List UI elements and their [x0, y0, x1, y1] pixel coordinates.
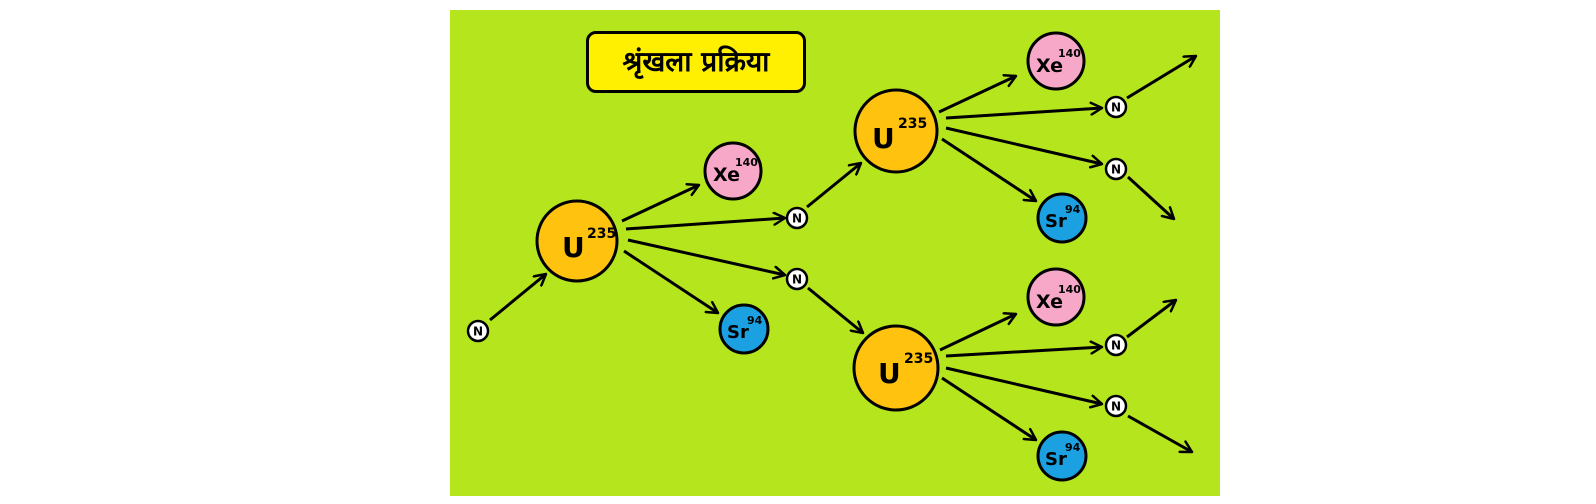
- strontium-mass-number: 94: [1065, 203, 1081, 216]
- strontium-mass-number: 94: [747, 314, 763, 327]
- strontium-nucleus-shape: [1036, 192, 1088, 244]
- strontium-symbol: Sr: [727, 322, 749, 343]
- arrow-u3-to-sr: [941, 376, 1036, 442]
- title-box: श्रृंखला प्रक्रिया: [586, 31, 806, 93]
- neutron-symbol: N: [1111, 339, 1121, 353]
- arrow-u2-to-neutron-c: [945, 108, 1102, 120]
- strontium-nucleus-3: Sr 94: [1036, 430, 1088, 482]
- strontium-nucleus-1: Sr 94: [718, 303, 770, 355]
- uranium-mass-number: 235: [904, 351, 933, 367]
- arrow-u3-to-neutron-e: [945, 347, 1102, 358]
- uranium-nucleus-shape: [852, 324, 940, 412]
- arrow-neutron-f-out: [1127, 414, 1192, 454]
- arrow-u1-to-neutron-a: [625, 218, 785, 231]
- arrow-u1-to-sr: [623, 249, 718, 315]
- neutron-c: N: [1104, 95, 1128, 119]
- uranium-nucleus-3: U 235: [852, 324, 940, 412]
- neutron-b: N: [785, 267, 809, 291]
- arrow-neutron-a-to-u2: [806, 163, 861, 209]
- uranium-nucleus-2: U 235: [853, 88, 939, 174]
- uranium-label: U: [878, 357, 901, 390]
- neutron-d: N: [1104, 157, 1128, 181]
- arrow-u1-to-xe: [621, 185, 699, 223]
- uranium-symbol: U: [562, 231, 585, 264]
- neutron-symbol: N: [1111, 163, 1121, 177]
- arrow-u2-to-neutron-d: [945, 126, 1102, 164]
- uranium-nucleus-shape: [535, 199, 619, 283]
- xenon-mass-number: 140: [1058, 47, 1081, 60]
- arrow-neutron-d-out: [1126, 175, 1174, 219]
- xenon-nucleus-shape: [1026, 267, 1086, 327]
- xenon-mass-number: 140: [735, 156, 758, 169]
- neutron-shape: [1104, 333, 1128, 357]
- arrow-start-neutron-to-u1: [489, 274, 546, 322]
- arrows: [489, 54, 1196, 454]
- neutron-symbol: N: [473, 325, 483, 339]
- neutron-shape: [1104, 394, 1128, 418]
- xenon-mass-number: 140: [1058, 283, 1081, 296]
- xenon-nucleus-shape: [703, 141, 763, 201]
- uranium-mass-number: 235: [898, 116, 927, 132]
- arrow-u3-to-neutron-f: [945, 366, 1102, 404]
- xenon-nucleus-shape: [1026, 31, 1086, 91]
- xenon-nucleus-2: Xe 140: [1026, 31, 1086, 91]
- neutron-symbol: N: [792, 273, 802, 287]
- uranium-label: U: [562, 231, 585, 264]
- neutron-shape: [1104, 95, 1128, 119]
- uranium-symbol: U: [878, 357, 901, 390]
- arrow-neutron-c-out: [1126, 54, 1196, 100]
- strontium-nucleus-shape: [1036, 430, 1088, 482]
- strontium-nucleus-2: Sr 94: [1036, 192, 1088, 244]
- neutron-start: N: [466, 319, 490, 343]
- neutron-shape: [466, 319, 490, 343]
- arrow-u1-to-neutron-b: [627, 238, 785, 275]
- neutron-symbol: N: [1111, 101, 1121, 115]
- uranium-mass-number: 235: [587, 226, 616, 242]
- neutron-e: N: [1104, 333, 1128, 357]
- strontium-mass-number: 94: [1065, 441, 1081, 454]
- strontium-symbol: Sr: [1045, 449, 1067, 470]
- diagram-title: श्रृंखला प्रक्रिया: [622, 45, 770, 78]
- neutron-shape: [1104, 157, 1128, 181]
- strontium-nucleus-shape: [718, 303, 770, 355]
- strontium-symbol: Sr: [1045, 211, 1067, 232]
- arrow-u2-to-sr: [941, 137, 1036, 203]
- arrow-u2-to-xe: [938, 76, 1016, 114]
- uranium-nucleus-shape: [853, 88, 939, 174]
- arrow-neutron-e-out: [1126, 300, 1176, 339]
- xenon-symbol: Xe: [713, 164, 740, 186]
- neutron-shape: [785, 267, 809, 291]
- uranium-label: U: [872, 122, 895, 155]
- uranium-nucleus-1: U 235: [535, 199, 619, 283]
- arrow-u3-to-xe: [939, 314, 1016, 352]
- xenon-symbol: Xe: [1036, 291, 1063, 313]
- neutron-a: N: [785, 206, 809, 230]
- neutron-symbol: N: [792, 212, 802, 226]
- xenon-nucleus-3: Xe 140: [1026, 267, 1086, 327]
- uranium-symbol: U: [872, 122, 895, 155]
- neutron-symbol: N: [1111, 400, 1121, 414]
- neutron-shape: [785, 206, 809, 230]
- neutron-f: N: [1104, 394, 1128, 418]
- xenon-nucleus-1: Xe 140: [703, 141, 763, 201]
- xenon-symbol: Xe: [1036, 55, 1063, 77]
- arrow-neutron-b-to-u3: [807, 286, 863, 333]
